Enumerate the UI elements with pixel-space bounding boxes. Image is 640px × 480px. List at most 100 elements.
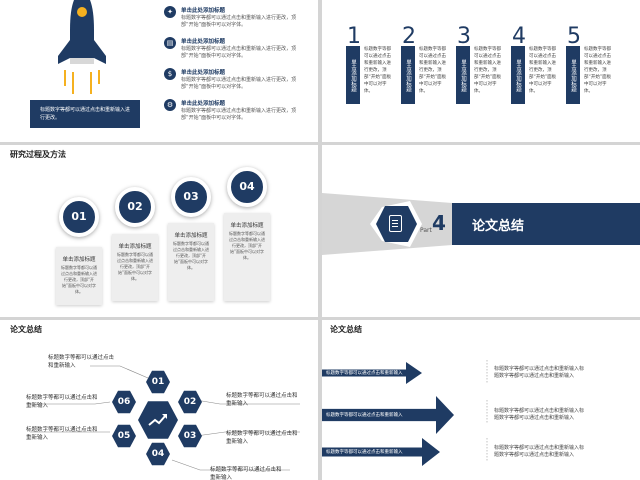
step-card-title: 单击添加标题	[230, 223, 264, 229]
arrow-label: 标题数字等都可以通过点击和重新输入	[326, 412, 403, 418]
hex-number: 03	[183, 431, 197, 441]
step-circle: 01	[59, 197, 99, 237]
hex-number: 01	[151, 377, 165, 387]
step-circle: 02	[115, 187, 155, 227]
step-desc: 标题数字等都可以通过点击和重新输入进行更改，顶部“开始”面板中可以对字体。	[584, 47, 612, 94]
rocket-caption: 标题数字等都可以通过点击和重新输入进行更改。	[40, 107, 131, 121]
step-bar-label: 单击添加标题	[515, 58, 521, 92]
step-bar: 单击添加标题	[346, 46, 360, 104]
step-card: 单击添加标题标题数字等都可以通过点击和重新输入进行更改，顶部“开始”面板中可以对…	[224, 213, 270, 301]
row-desc: 标题数字等都可以通过点击和重新输入标题数字等都可以通过点击和重新输入	[494, 445, 585, 458]
section-title: 论文总结	[472, 219, 525, 234]
chart-up-icon	[148, 414, 167, 426]
step-number: 4	[512, 24, 526, 49]
slide-4[interactable]: Part 4 论文总结	[322, 145, 640, 317]
step-desc: 标题数字等都可以通过点击和重新输入进行更改，顶部“开始”面板中可以对字体。	[364, 47, 392, 94]
step-card: 单击添加标题标题数字等都可以通过点击和重新输入进行更改，顶部“开始”面板中可以对…	[168, 223, 214, 301]
step-circle-number: 02	[127, 200, 143, 213]
divider-dashes	[486, 360, 488, 462]
hex-node: 04	[146, 442, 170, 466]
dollar-icon: $	[164, 68, 176, 80]
part-label: Part	[420, 227, 432, 234]
step-circle: 03	[171, 177, 211, 217]
arrow-shape	[322, 362, 422, 384]
step-card-title: 单击添加标题	[118, 244, 152, 250]
step-card-desc: 标题数字等都可以通过点击和重新输入进行更改，顶部“开始”面板中可以对字体。	[117, 252, 153, 281]
hex-node: 05	[112, 424, 136, 448]
step-card-title: 单击添加标题	[62, 257, 96, 263]
row-desc: 标题数字等都可以通过点击和重新输入标题数字等都可以通过点击和重新输入	[494, 408, 585, 421]
hex-number: 06	[117, 397, 131, 407]
step-bar: 单击添加标题	[456, 46, 470, 104]
item-title: 单击此处添加标题	[181, 39, 226, 45]
item-desc: 标题数字等都可以通过点击和重新输入进行更改，顶部“开始”面板中可以对字体。	[181, 108, 297, 121]
step-card: 单击添加标题标题数字等都可以通过点击和重新输入进行更改，顶部“开始”面板中可以对…	[56, 247, 102, 305]
connector-lines	[30, 365, 300, 471]
step-desc: 标题数字等都可以通过点击和重新输入进行更改，顶部“开始”面板中可以对字体。	[529, 47, 557, 94]
step-card-desc: 标题数字等都可以通过点击和重新输入进行更改，顶部“开始”面板中可以对字体。	[229, 231, 265, 260]
item-desc: 标题数字等都可以通过点击和重新输入进行更改，顶部“开始”面板中可以对字体。	[181, 15, 297, 28]
slide-2[interactable]: 1 单击添加标题 标题数字等都可以通过点击和重新输入进行更改，顶部“开始”面板中可以…	[322, 0, 640, 142]
hex-node: 02	[178, 390, 202, 414]
item-title: 单击此处添加标题	[181, 8, 226, 14]
gear-icon: ⚙	[164, 99, 176, 111]
step-number: 5	[567, 24, 581, 49]
arrow-shape	[322, 396, 454, 434]
step-bar-label: 单击添加标题	[460, 58, 466, 92]
step-bar: 单击添加标题	[511, 46, 525, 104]
step-bar: 单击添加标题	[401, 46, 415, 104]
step-number: 2	[402, 24, 416, 49]
hex-label: 标题数字等都可以通过点击和重新输入	[26, 395, 98, 409]
item-desc: 标题数字等都可以通过点击和重新输入进行更改，顶部“开始”面板中可以对字体。	[181, 46, 297, 59]
step-circle: 04	[227, 167, 267, 207]
rocket-caption-box: 标题数字等都可以通过点击和重新输入进行更改。	[30, 100, 140, 128]
step-bar: 单击添加标题	[566, 46, 580, 104]
hex-number: 05	[117, 431, 131, 441]
step-circle-number: 04	[239, 180, 255, 193]
step-bar-label: 单击添加标题	[350, 58, 356, 92]
hex-node: 03	[178, 424, 202, 448]
arrow-shape	[322, 438, 440, 466]
hex-label: 标题数字等都可以通过点击和重新输入	[210, 467, 282, 480]
step-number: 1	[347, 24, 361, 49]
item-title: 单击此处添加标题	[181, 70, 226, 76]
center-hex	[138, 401, 178, 439]
clipboard-icon	[389, 215, 402, 232]
lightbulb-icon: ✦	[164, 6, 176, 18]
hex-label: 标题数字等都可以通过点击和重新输入	[48, 355, 115, 369]
rocket-icon	[58, 0, 106, 94]
step-card: 单击添加标题标题数字等都可以通过点击和重新输入进行更改，顶部“开始”面板中可以对…	[112, 234, 158, 301]
hex-label: 标题数字等都可以通过点击和重新输入	[226, 393, 298, 407]
slide-heading: 论文总结	[10, 325, 42, 334]
step-bar-label: 单击添加标题	[405, 58, 411, 92]
hex-node: 06	[112, 390, 136, 414]
arrow-label: 标题数字等都可以通过点击和重新输入	[326, 449, 403, 455]
item-title: 单击此处添加标题	[181, 101, 226, 107]
step-desc: 标题数字等都可以通过点击和重新输入进行更改，顶部“开始”面板中可以对字体。	[474, 47, 502, 94]
arrow-label: 标题数字等都可以通过点击和重新输入	[326, 370, 403, 376]
chart-icon: ▤	[164, 37, 176, 49]
slide-heading: 研究过程及方法	[10, 150, 66, 159]
slide-3[interactable]: 研究过程及方法 单击添加标题标题数字等都可以通过点击和重新输入进行更改，顶部“开…	[0, 145, 318, 317]
hex-number: 04	[151, 449, 165, 459]
step-desc: 标题数字等都可以通过点击和重新输入进行更改，顶部“开始”面板中可以对字体。	[419, 47, 447, 94]
slide-1[interactable]: 标题数字等都可以通过点击和重新输入进行更改。 ✦单击此处添加标题标题数字等都可以…	[0, 0, 318, 142]
item-desc: 标题数字等都可以通过点击和重新输入进行更改，顶部“开始”面板中可以对字体。	[181, 77, 297, 90]
hex-number: 02	[183, 397, 197, 407]
step-card-desc: 标题数字等都可以通过点击和重新输入进行更改，顶部“开始”面板中可以对字体。	[173, 241, 209, 270]
step-bar-label: 单击添加标题	[570, 58, 576, 92]
row-desc: 标题数字等都可以通过点击和重新输入标题数字等都可以通过点击和重新输入	[494, 366, 585, 379]
hex-node: 01	[146, 370, 170, 394]
slide-heading: 论文总结	[330, 325, 362, 334]
hex-label: 标题数字等都可以通过点击和重新输入	[26, 427, 98, 441]
hex-label: 标题数字等都可以通过点击和重新输入	[226, 431, 298, 445]
step-card-title: 单击添加标题	[174, 233, 208, 239]
step-circle-number: 01	[71, 210, 87, 223]
part-number: 4	[432, 211, 446, 235]
banner-shapes	[322, 193, 640, 255]
step-card-desc: 标题数字等都可以通过点击和重新输入进行更改，顶部“开始”面板中可以对字体。	[61, 265, 97, 294]
step-number: 3	[457, 24, 471, 49]
slide-6[interactable]: 论文总结 标题数字等都可以通过点击和重新输入标题数字等都可以通过点击和重新输入标…	[322, 320, 640, 480]
step-circle-number: 03	[183, 190, 199, 203]
